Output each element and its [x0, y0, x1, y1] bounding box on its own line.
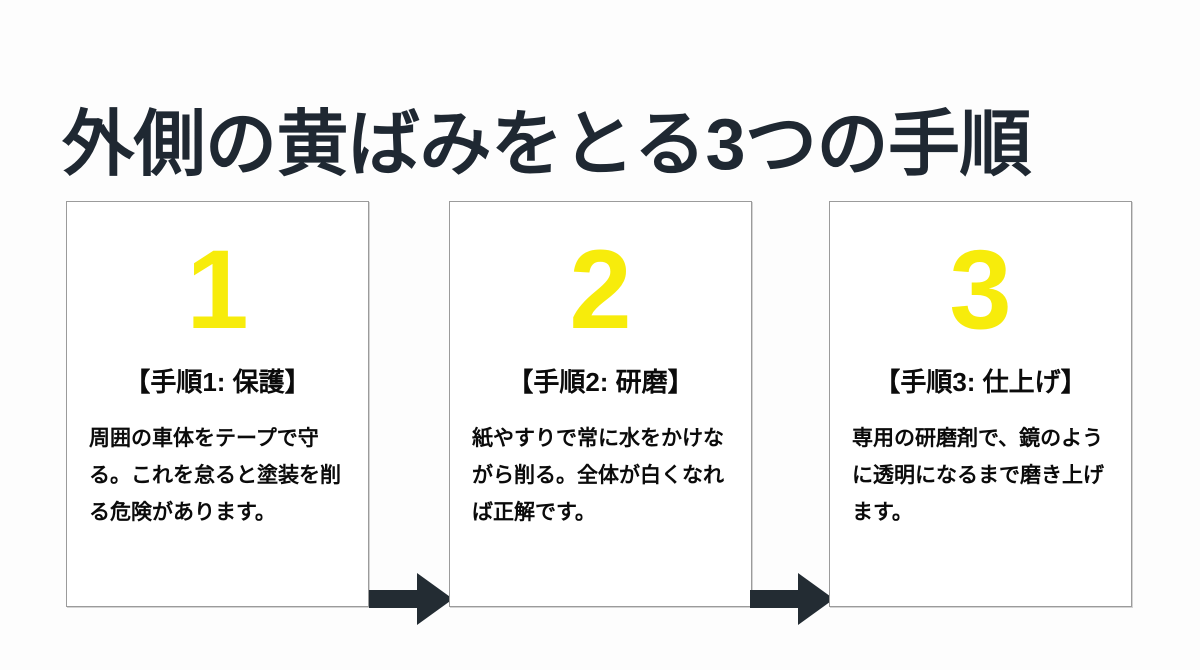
step-card-3-content: 3 【手順3: 仕上げ】 専用の研磨剤で、鏡のように透明になるまで磨き上げます。: [830, 202, 1131, 606]
step-heading-1: 【手順1: 保護】: [124, 367, 311, 397]
step-number-3: 3: [949, 227, 1012, 352]
step-heading-3: 【手順3: 仕上げ】: [874, 367, 1087, 397]
arrow-right-icon: [369, 573, 453, 625]
step-card-1-content: 1 【手順1: 保護】 周囲の車体をテープで守る。これを怠ると塗装を削る危険があ…: [67, 202, 368, 606]
step-body-1: 周囲の車体をテープで守る。これを怠ると塗装を削る危険があります。: [89, 426, 341, 524]
page-title: 外側の黄ばみをとる3つの手順: [62, 105, 1032, 186]
steps-row: 1 【手順1: 保護】 周囲の車体をテープで守る。これを怠ると塗装を削る危険があ…: [0, 201, 1200, 625]
step-card-2-content: 2 【手順2: 研磨】 紙やすりで常に水をかけながら削る。全体が白くなれば正解で…: [450, 202, 751, 606]
step-card-3[interactable]: 3 【手順3: 仕上げ】 専用の研磨剤で、鏡のように透明になるまで磨き上げます。: [829, 201, 1132, 607]
step-body-2: 紙やすりで常に水をかけながら削る。全体が白くなれば正解です。: [472, 426, 724, 524]
step-heading-2: 【手順2: 研磨】: [507, 367, 694, 397]
step-card-1[interactable]: 1 【手順1: 保護】 周囲の車体をテープで守る。これを怠ると塗装を削る危険があ…: [66, 201, 369, 607]
step-card-2[interactable]: 2 【手順2: 研磨】 紙やすりで常に水をかけながら削る。全体が白くなれば正解で…: [449, 201, 752, 607]
arrow-right-icon: [750, 573, 834, 625]
step-number-2: 2: [569, 227, 632, 352]
step-body-3: 専用の研磨剤で、鏡のように透明になるまで磨き上げます。: [852, 426, 1104, 524]
step-number-1: 1: [186, 227, 249, 352]
